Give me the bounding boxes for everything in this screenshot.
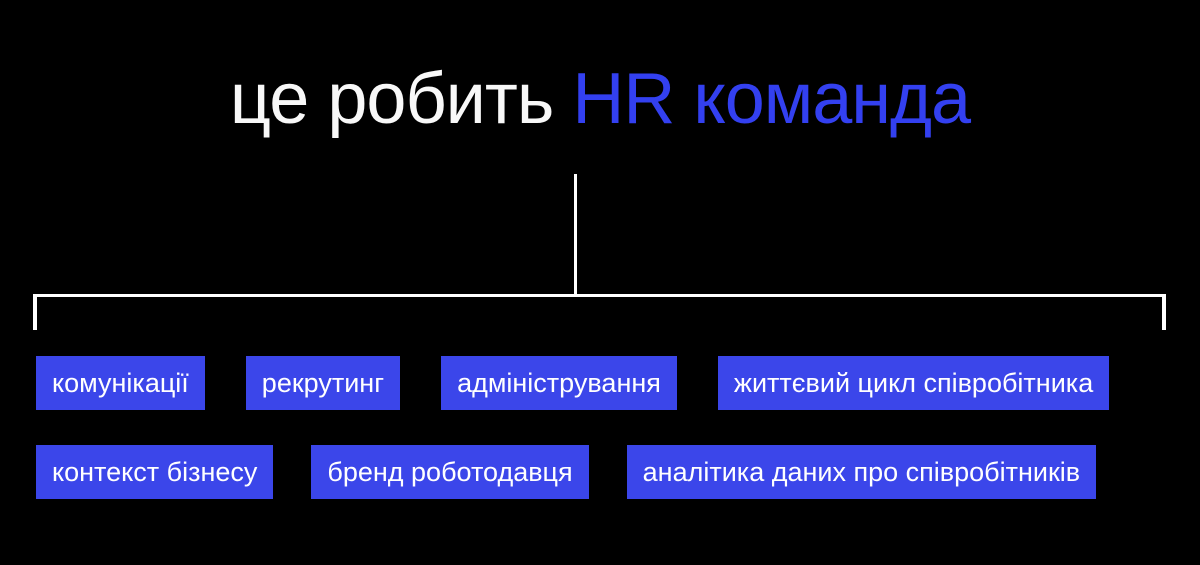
category-box: адміністрування	[441, 356, 677, 410]
page-title: це робить HR команда	[0, 56, 1200, 142]
category-box: аналітика даних про співробітників	[626, 445, 1097, 499]
category-row-2: контекст бізнесу бренд роботодавця аналіти…	[36, 445, 1097, 499]
category-box: контекст бізнесу	[36, 445, 274, 499]
category-box: життєвий цикл співробітника	[717, 356, 1110, 410]
title-text-white: це робить	[229, 59, 573, 139]
connector-right-tick	[1162, 294, 1166, 330]
category-row-1: комунікації рекрутинг адміністрування життє…	[36, 356, 1110, 410]
connector-left-tick	[33, 294, 37, 330]
category-box: рекрутинг	[245, 356, 401, 410]
category-box: бренд роботодавця	[311, 445, 589, 499]
title-text-blue: HR команда	[572, 59, 971, 139]
connector-vertical-line	[574, 174, 577, 297]
category-box: комунікації	[36, 356, 205, 410]
connector-horizontal-line	[33, 294, 1166, 297]
